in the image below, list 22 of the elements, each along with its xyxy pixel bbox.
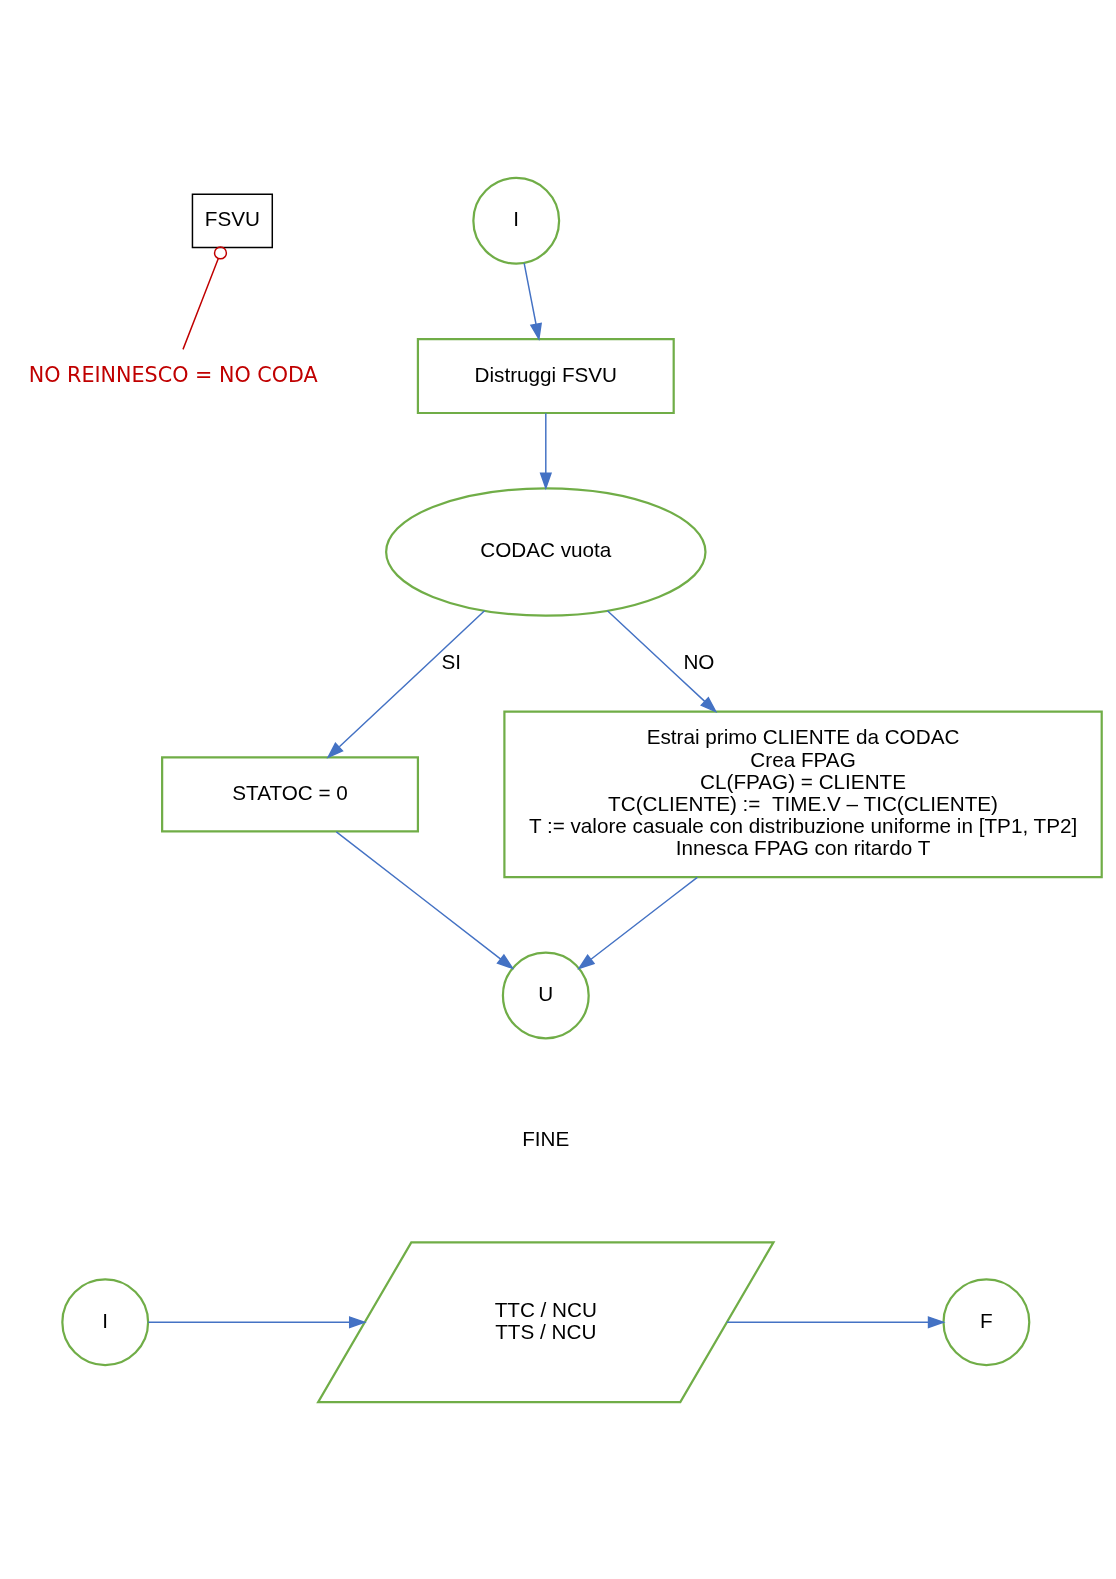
- arrow: [147, 1315, 367, 1328]
- node-ellipse: CODAC vuota: [385, 486, 707, 617]
- node-box: STATOC = 0: [161, 755, 420, 832]
- arrow: [577, 876, 699, 970]
- node-box: Distruggi FSVU: [416, 337, 675, 414]
- node-circle: F: [942, 1277, 1031, 1366]
- node-circle: I: [61, 1277, 150, 1366]
- arrow: [539, 412, 553, 490]
- arrow: [326, 609, 486, 759]
- node-text: NO REINNESCO = NO CODA: [28, 362, 318, 386]
- arrow: [335, 830, 515, 970]
- edge-label: SI: [441, 649, 462, 673]
- arrow: [523, 261, 542, 341]
- node-circle: I: [472, 176, 561, 265]
- connector: [182, 245, 228, 350]
- arrow: [726, 1315, 946, 1328]
- node-box: FSVU: [191, 192, 274, 248]
- node-box: Estrai primo CLIENTE da CODAC Crea FPAG CL(FPAG) = CLIENTE TC(CLIENTE) := TIME.V – TIC(CLIENTE) T := valore casuale con distribuzione uniforme in [TP1, TP2] Innesca FPAG con ritardo T: [503, 710, 1103, 878]
- edge-label: NO: [683, 649, 715, 673]
- label: FINE: [522, 1126, 570, 1150]
- node-circle: U: [501, 951, 590, 1039]
- arrow: [606, 609, 718, 713]
